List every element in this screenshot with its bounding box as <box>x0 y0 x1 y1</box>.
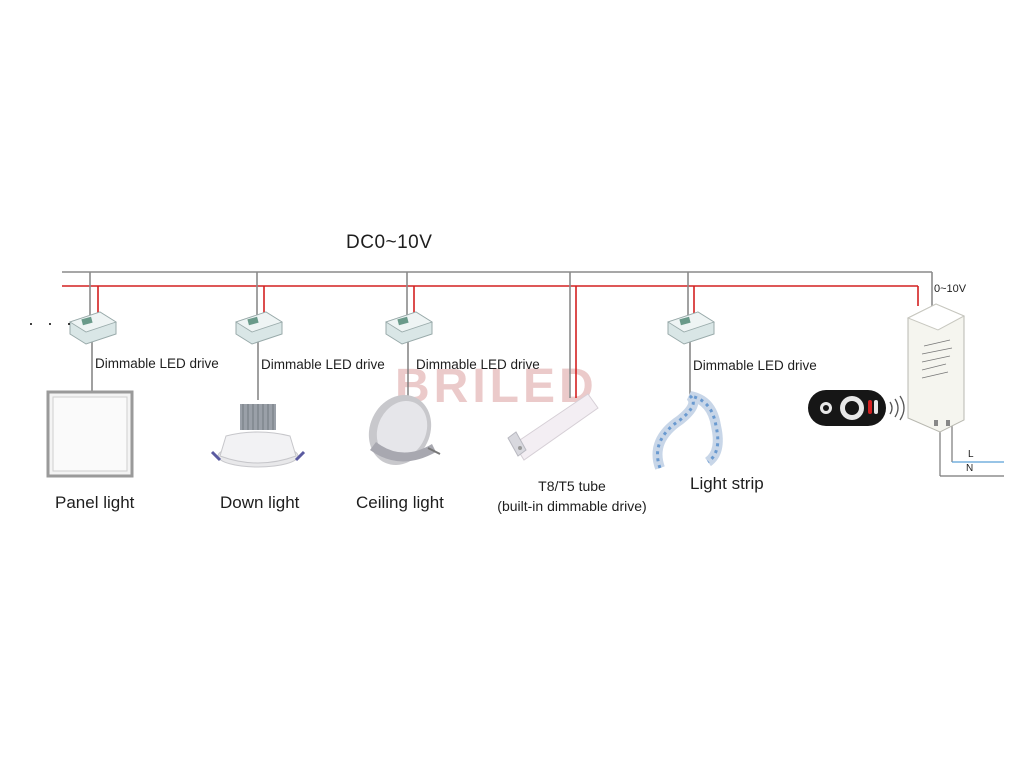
led-driver-4 <box>667 311 715 345</box>
watermark: BRILED <box>395 360 598 413</box>
remote-control-image <box>808 390 905 426</box>
dimming-controller-image <box>906 303 966 433</box>
bus-voltage-label: DC0~10V <box>346 232 433 253</box>
down-light-label: Down light <box>220 493 300 512</box>
down-light-image <box>210 404 306 468</box>
continuation-dots: · · · <box>28 313 76 333</box>
panel-light-image <box>46 390 134 478</box>
led-driver-2 <box>235 311 283 345</box>
panel-light-label: Panel light <box>55 493 135 512</box>
neutral-wire-label: N <box>966 463 974 474</box>
driver-3-label: Dimmable LED drive <box>416 357 540 372</box>
tube-label: T8/T5 tube (built-in dimmable drive) <box>474 476 670 516</box>
led-driver-1 <box>69 311 117 345</box>
tube-note: (built-in dimmable drive) <box>497 498 647 514</box>
driver-4-label: Dimmable LED drive <box>693 358 817 373</box>
ceiling-light-label: Ceiling light <box>356 493 444 512</box>
driver-1-label: Dimmable LED drive <box>95 356 219 371</box>
live-wire-label: L <box>968 449 974 460</box>
light-strip-image <box>652 391 723 470</box>
controller-signal-label: 0~10V <box>934 283 967 295</box>
driver-2-label: Dimmable LED drive <box>261 357 385 372</box>
ceiling-light-image <box>368 394 441 466</box>
led-driver-3 <box>385 311 433 345</box>
light-strip-label: Light strip <box>690 474 764 493</box>
tube-light-image <box>507 393 599 461</box>
tube-name: T8/T5 tube <box>538 478 606 494</box>
